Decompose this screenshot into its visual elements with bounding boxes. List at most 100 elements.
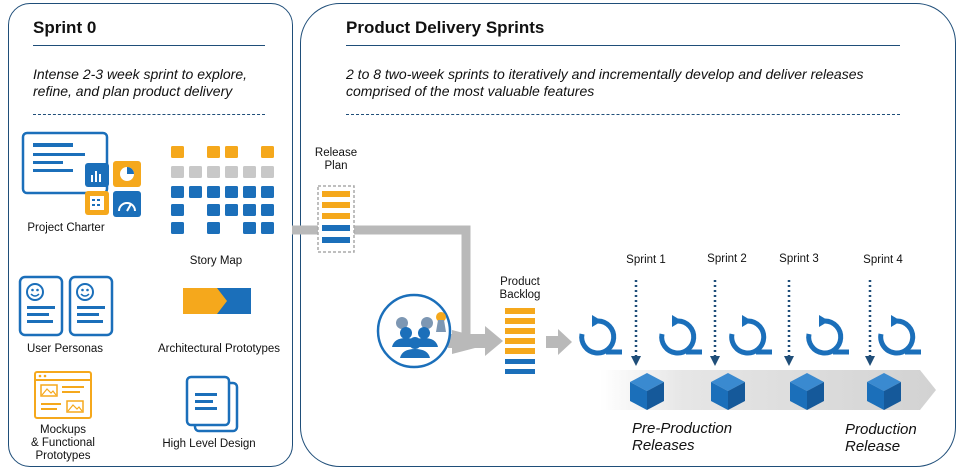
persona-icon [18,275,114,337]
release-ribbon [600,370,936,410]
story-map-card-1-2 [207,166,220,178]
sprint-cycle-arrowhead [592,315,602,327]
story-map-card-0-5 [261,146,274,158]
sprint-4-arrowhead [865,356,875,366]
mockups-label-line2: & Functional [31,437,95,449]
production-label-line2: Release [845,438,901,455]
story-map-card-0-2 [207,146,220,158]
story-map-card-1-0 [171,166,184,178]
story-map-card-2-0 [171,186,184,198]
cube-left [867,382,884,410]
product-backlog-label: Product Backlog [490,276,550,302]
mockups-label-line3: Prototypes [35,450,91,462]
sprint-cycle-arrowhead [819,315,829,327]
story-map-card-3-4 [243,204,256,216]
sprint-cycle-arrowhead [891,315,901,327]
cube-right [728,382,745,410]
story-map-card-1-4 [243,166,256,178]
story-map-card-4-4 [243,222,256,234]
story-map-card-3-0 [171,204,184,216]
sprint0-panel: Sprint 0 Intense 2-3 week sprint to expl… [8,3,293,467]
sprint-cycle-icon [579,315,622,356]
sprint-cycle-icon [659,315,702,356]
sprint-3-label: Sprint 3 [779,253,819,265]
production-label: Production Release [845,421,935,455]
backlog-arrow [546,336,560,348]
sprint-cycle-arc [659,318,697,356]
sprint-cycle-icon [729,315,772,356]
mockups-label-line1: Mockups [39,424,87,436]
pre-production-label: Pre-Production Releases [632,420,772,454]
delivery-divider [346,114,900,115]
persona-card-2 [68,275,114,337]
sprint0-title: Sprint 0 [33,18,97,37]
pre-production-label-line1: Pre-Production [632,420,733,437]
sprint0-description: Intense 2-3 week sprint to explore, refi… [33,66,283,100]
cube-right [647,382,664,410]
product-backlog-label-line2: Backlog [499,289,541,301]
cube-left [711,382,728,410]
story-map-card-2-5 [261,186,274,198]
story-map-card-3-3 [225,204,238,216]
team-arrow [448,334,488,348]
story-map-card-0-0 [171,146,184,158]
sprint-cycle-icon [878,315,921,356]
persona-card-1 [18,275,64,337]
release-plan-label-line2: Plan [324,160,348,172]
story-map-card-1-3 [225,166,238,178]
story-map-card-2-1 [189,186,202,198]
delivery-description-line1: 2 to 8 two-week sprints to iteratively a… [346,66,864,82]
sprint-1-label: Sprint 1 [626,254,666,266]
story-map-card-1-5 [261,166,274,178]
sprint-graphics [579,280,921,410]
mockup-icon [34,371,92,419]
release-cube-icon [630,373,664,410]
product-backlog-label-line1: Product [500,276,540,288]
sprint-cycle-icon [806,315,849,356]
release-plan-label-line1: Release [314,147,358,159]
sprint-cycle-arc [579,318,617,356]
sprint-cycle-arc [806,318,844,356]
team-arrowhead [485,326,503,356]
sprint-cycle-arc [729,318,767,356]
release-cube-icon [790,373,824,410]
mockups-label: Mockups & Functional Prototypes [23,424,103,463]
story-map-card-1-1 [189,166,202,178]
cube-left [790,382,807,410]
sprint-2-label: Sprint 2 [707,253,747,265]
project-charter-label: Project Charter [27,222,105,234]
architecture-icon [183,288,251,314]
backlog-arrowhead [558,329,572,355]
charter-icon [21,131,141,217]
story-map-label: Story Map [189,255,243,267]
production-label-line1: Production [845,421,917,438]
sprint-1-arrowhead [631,356,641,366]
delivery-title: Product Delivery Sprints [346,18,545,37]
story-map-card-2-4 [243,186,256,198]
sprint0-description-line1: Intense 2-3 week sprint to explore, [33,66,248,82]
story-map-card-3-2 [207,204,220,216]
cube-right [807,382,824,410]
story-map-card-0-3 [225,146,238,158]
story-map-card-2-3 [225,186,238,198]
backlog-icon [505,308,535,374]
cube-left [630,382,647,410]
sprint0-title-rule [33,45,265,46]
document-icon [185,375,239,433]
sprint-4-label: Sprint 4 [863,254,903,266]
release-plan-label: Release Plan [306,147,366,173]
story-map-card-4-5 [261,222,274,234]
sprint-cycle-arc [878,318,916,356]
sprint-cycle-arrowhead [742,315,752,327]
user-personas-label: User Personas [26,343,104,355]
team-icon [376,293,452,369]
sprint-3-arrowhead [784,356,794,366]
story-map-card-4-2 [207,222,220,234]
story-map-card-3-5 [261,204,274,216]
story-map-card-4-0 [171,222,184,234]
sprint-2-arrowhead [710,356,720,366]
story-map-icon [171,146,274,234]
architectural-prototypes-label: Architectural Prototypes [157,343,281,355]
sprint-cycle-arrowhead [672,315,682,327]
